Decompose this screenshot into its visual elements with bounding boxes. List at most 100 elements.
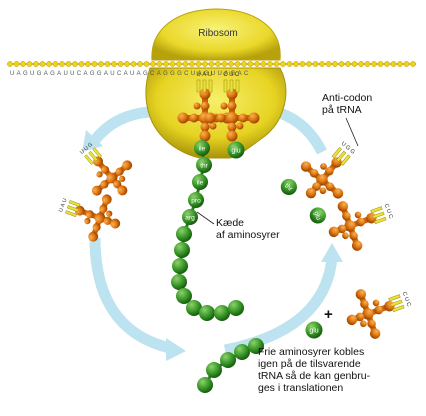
trna-orb	[337, 224, 347, 234]
mrna-bead	[338, 61, 345, 67]
trna-orb	[74, 205, 85, 216]
trna-orb	[103, 216, 112, 225]
chain-residue-label: thr	[200, 163, 208, 170]
trna-orb	[96, 171, 103, 178]
free-amino-acid-bead	[206, 362, 222, 378]
trna-anticodon-text: UAU	[196, 72, 213, 78]
mrna-bead	[59, 61, 65, 67]
trna-orb	[227, 101, 237, 111]
trna-orb	[342, 232, 349, 240]
trna-orb	[99, 204, 108, 213]
free-amino-acid-bead	[248, 338, 264, 354]
trna-orb	[193, 102, 201, 110]
mrna-bead	[410, 61, 416, 67]
mrna-bead	[52, 61, 59, 67]
trna-orb	[200, 101, 210, 111]
mrna-bead	[20, 61, 26, 67]
anticodon-base	[68, 200, 81, 207]
anticodon-base	[92, 147, 103, 159]
chain-bead	[174, 242, 190, 258]
mrna-bead	[104, 61, 111, 67]
mrna-bead	[267, 61, 273, 67]
arrow-left-descending	[89, 237, 172, 354]
trna-orb	[216, 113, 226, 123]
mrna-bead	[195, 61, 202, 67]
mrna-bead	[91, 61, 98, 67]
anticodon-base	[370, 206, 383, 214]
trna-orb	[204, 112, 216, 124]
trna-anticodon-text: CUC	[223, 72, 241, 78]
trna-orb	[106, 172, 118, 184]
trna-orb	[248, 112, 260, 124]
trna-orb	[199, 88, 211, 100]
chain-residue: ile	[192, 174, 208, 190]
trna-orb	[320, 163, 327, 170]
mrna-bead	[397, 61, 403, 67]
mrna-bead	[143, 61, 150, 67]
anticodon-base	[331, 147, 342, 159]
ribosome-small-subunit	[145, 67, 287, 159]
trna-orb	[199, 130, 211, 142]
trna-orb	[200, 122, 210, 132]
trna-orb	[356, 217, 365, 227]
trna-orb	[325, 166, 334, 176]
arrow-right-ascending	[223, 257, 338, 356]
trna-orb	[189, 113, 199, 123]
chain-residue: pro	[188, 192, 204, 208]
chain-residue-label: ile	[199, 146, 206, 153]
chain-residue-label: pro	[191, 198, 201, 205]
mrna-bead	[345, 61, 351, 67]
trna-orb	[85, 210, 94, 219]
free-amino-acids-label: Frie aminosyrer kobles igen på de tilsva…	[258, 346, 371, 394]
anticodon-base	[88, 150, 98, 162]
chain-bead	[171, 274, 187, 290]
chain-bead	[176, 226, 192, 242]
chain-residue: ile	[194, 140, 210, 156]
mrna-bead	[351, 61, 358, 67]
mrna-bead	[137, 61, 143, 67]
anticodon-label: Anti-codon på tRNA	[322, 92, 373, 116]
trna-orb	[84, 217, 91, 225]
trna-orb	[316, 174, 328, 186]
trna-orb	[342, 211, 351, 221]
ribosome-glu: glu	[227, 141, 245, 159]
plus-sign: +	[324, 306, 333, 323]
trna-orb	[226, 88, 238, 100]
trna-amino-acid: glu	[309, 207, 326, 224]
trna-orb	[94, 212, 106, 224]
trna-right-middle: CUC glu	[309, 201, 394, 251]
chain-bead	[228, 300, 244, 316]
mrna-bead	[98, 61, 104, 67]
mrna-bead	[182, 61, 189, 67]
trna-orb	[369, 328, 381, 339]
mrna-bead	[65, 61, 72, 67]
arrow-upper-left-head	[82, 130, 103, 152]
trna-orb	[362, 308, 374, 320]
amino-acid-label: thr	[283, 182, 294, 193]
trna-left-upper: UUG	[79, 141, 133, 196]
anticodon-base	[374, 216, 387, 225]
trna-orb	[319, 187, 327, 195]
mrna-bead	[215, 61, 221, 67]
mrna-bead	[306, 61, 312, 67]
trna-anticodon-text: CUC	[383, 203, 394, 221]
mrna-bead	[234, 61, 241, 67]
mrna-bead	[208, 61, 215, 67]
trna-orb	[337, 201, 349, 212]
mrna-bead	[293, 61, 299, 67]
trna-anticodon-text: CUC	[401, 291, 412, 309]
trna-orb	[117, 185, 128, 196]
mrna-bead	[319, 61, 325, 67]
trna-orb	[360, 299, 369, 309]
trna-orb	[209, 122, 217, 130]
chain-label: Kæde af aminosyrer	[216, 217, 280, 241]
mrna-bead	[13, 61, 20, 67]
trna-orb	[354, 211, 362, 219]
trna-orb	[92, 223, 101, 232]
free-amino-acid-bead	[234, 344, 250, 360]
mrna-bead	[273, 61, 280, 67]
chain-bead	[199, 305, 215, 321]
trna-orb	[106, 210, 113, 217]
